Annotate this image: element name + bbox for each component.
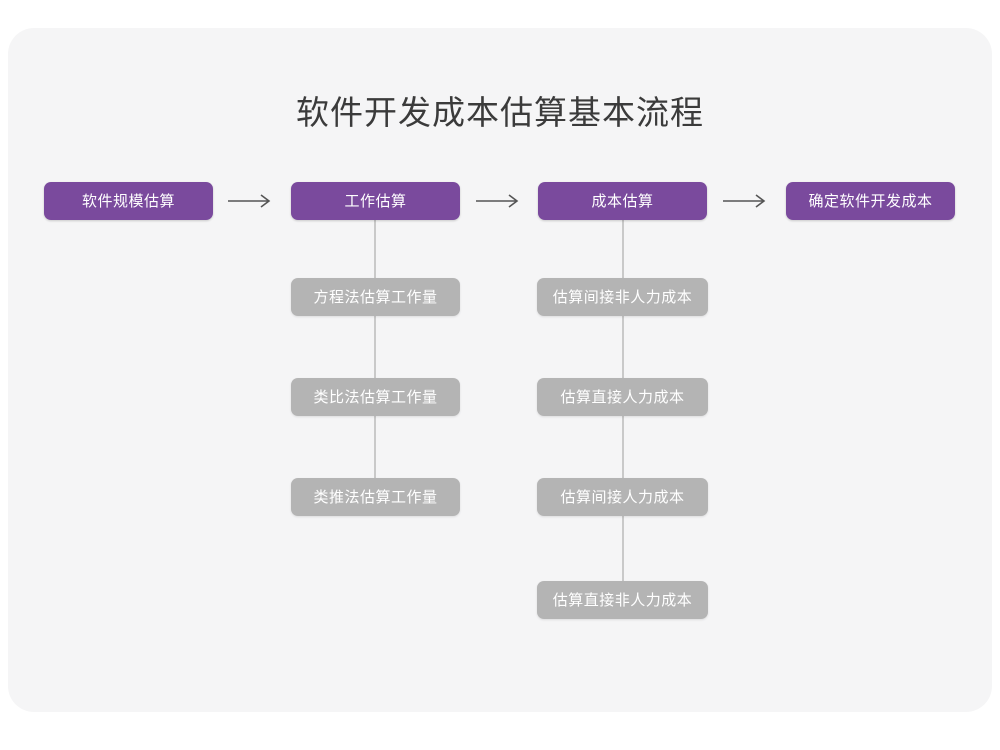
sub-node-indirect-non-labor-cost[interactable]: 估算间接非人力成本 [537,278,708,316]
sub-node-equation-method-workload[interactable]: 方程法估算工作量 [291,278,460,316]
flow-node-determine-development-cost[interactable]: 确定软件开发成本 [786,182,955,220]
page-title: 软件开发成本估算基本流程 [296,94,704,131]
arrow-step2-to-step3 [476,192,522,210]
flow-node-work-estimation[interactable]: 工作估算 [291,182,460,220]
sub-node-indirect-labor-cost[interactable]: 估算间接人力成本 [537,478,708,516]
sub-node-direct-labor-cost[interactable]: 估算直接人力成本 [537,378,708,416]
flow-node-cost-estimation[interactable]: 成本估算 [538,182,707,220]
sub-node-analogy-method-workload[interactable]: 类比法估算工作量 [291,378,460,416]
arrow-step1-to-step2 [228,192,274,210]
sub-node-analogical-method-workload[interactable]: 类推法估算工作量 [291,478,460,516]
diagram-card-background [8,28,992,712]
connector-line-work-estimation [374,220,376,498]
sub-node-direct-non-labor-cost[interactable]: 估算直接非人力成本 [537,581,708,619]
arrow-step3-to-step4 [723,192,769,210]
flow-node-software-scale-estimation[interactable]: 软件规模估算 [44,182,213,220]
